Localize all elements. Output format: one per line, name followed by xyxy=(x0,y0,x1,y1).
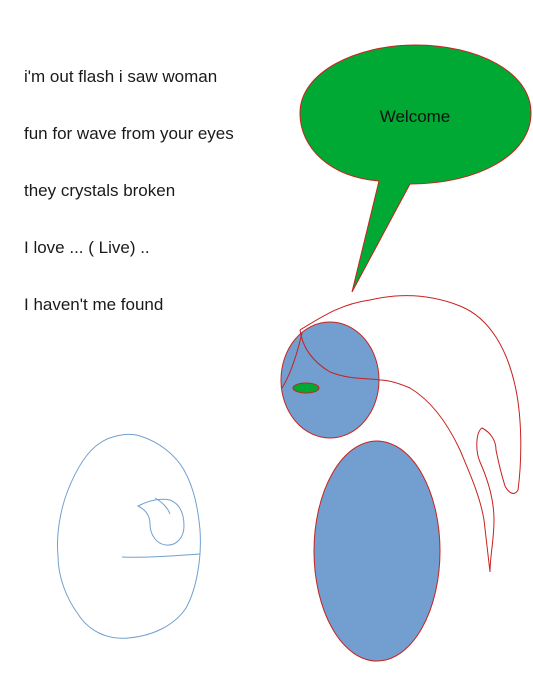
speech-bubble-text: Welcome xyxy=(380,107,451,126)
sketch-drawing xyxy=(57,433,201,639)
sketch-curl xyxy=(136,498,185,546)
speech-bubble: Welcome xyxy=(299,44,532,293)
poem-line-1: i'm out flash i saw woman xyxy=(24,67,218,86)
figure-eye xyxy=(292,382,320,394)
figure-hair-outline xyxy=(299,295,522,573)
poem-line-2: fun for wave from your eyes xyxy=(24,124,234,143)
poem-line-4: I love ... ( Live) .. xyxy=(24,238,150,257)
sketch-curl-detail xyxy=(154,497,171,515)
sketch-line xyxy=(121,553,201,558)
sketch-outline xyxy=(57,433,201,639)
figure xyxy=(280,295,522,662)
figure-body xyxy=(313,440,441,662)
figure-hair-strand xyxy=(281,332,303,389)
poem-line-5: I haven't me found xyxy=(24,295,164,314)
figure-head xyxy=(280,321,380,439)
poem-text-block: i'm out flash i saw woman fun for wave f… xyxy=(24,0,284,320)
speech-bubble-shape xyxy=(299,44,532,293)
figure-hair-strand xyxy=(299,329,381,381)
poem-line-3: they crystals broken xyxy=(24,181,176,200)
